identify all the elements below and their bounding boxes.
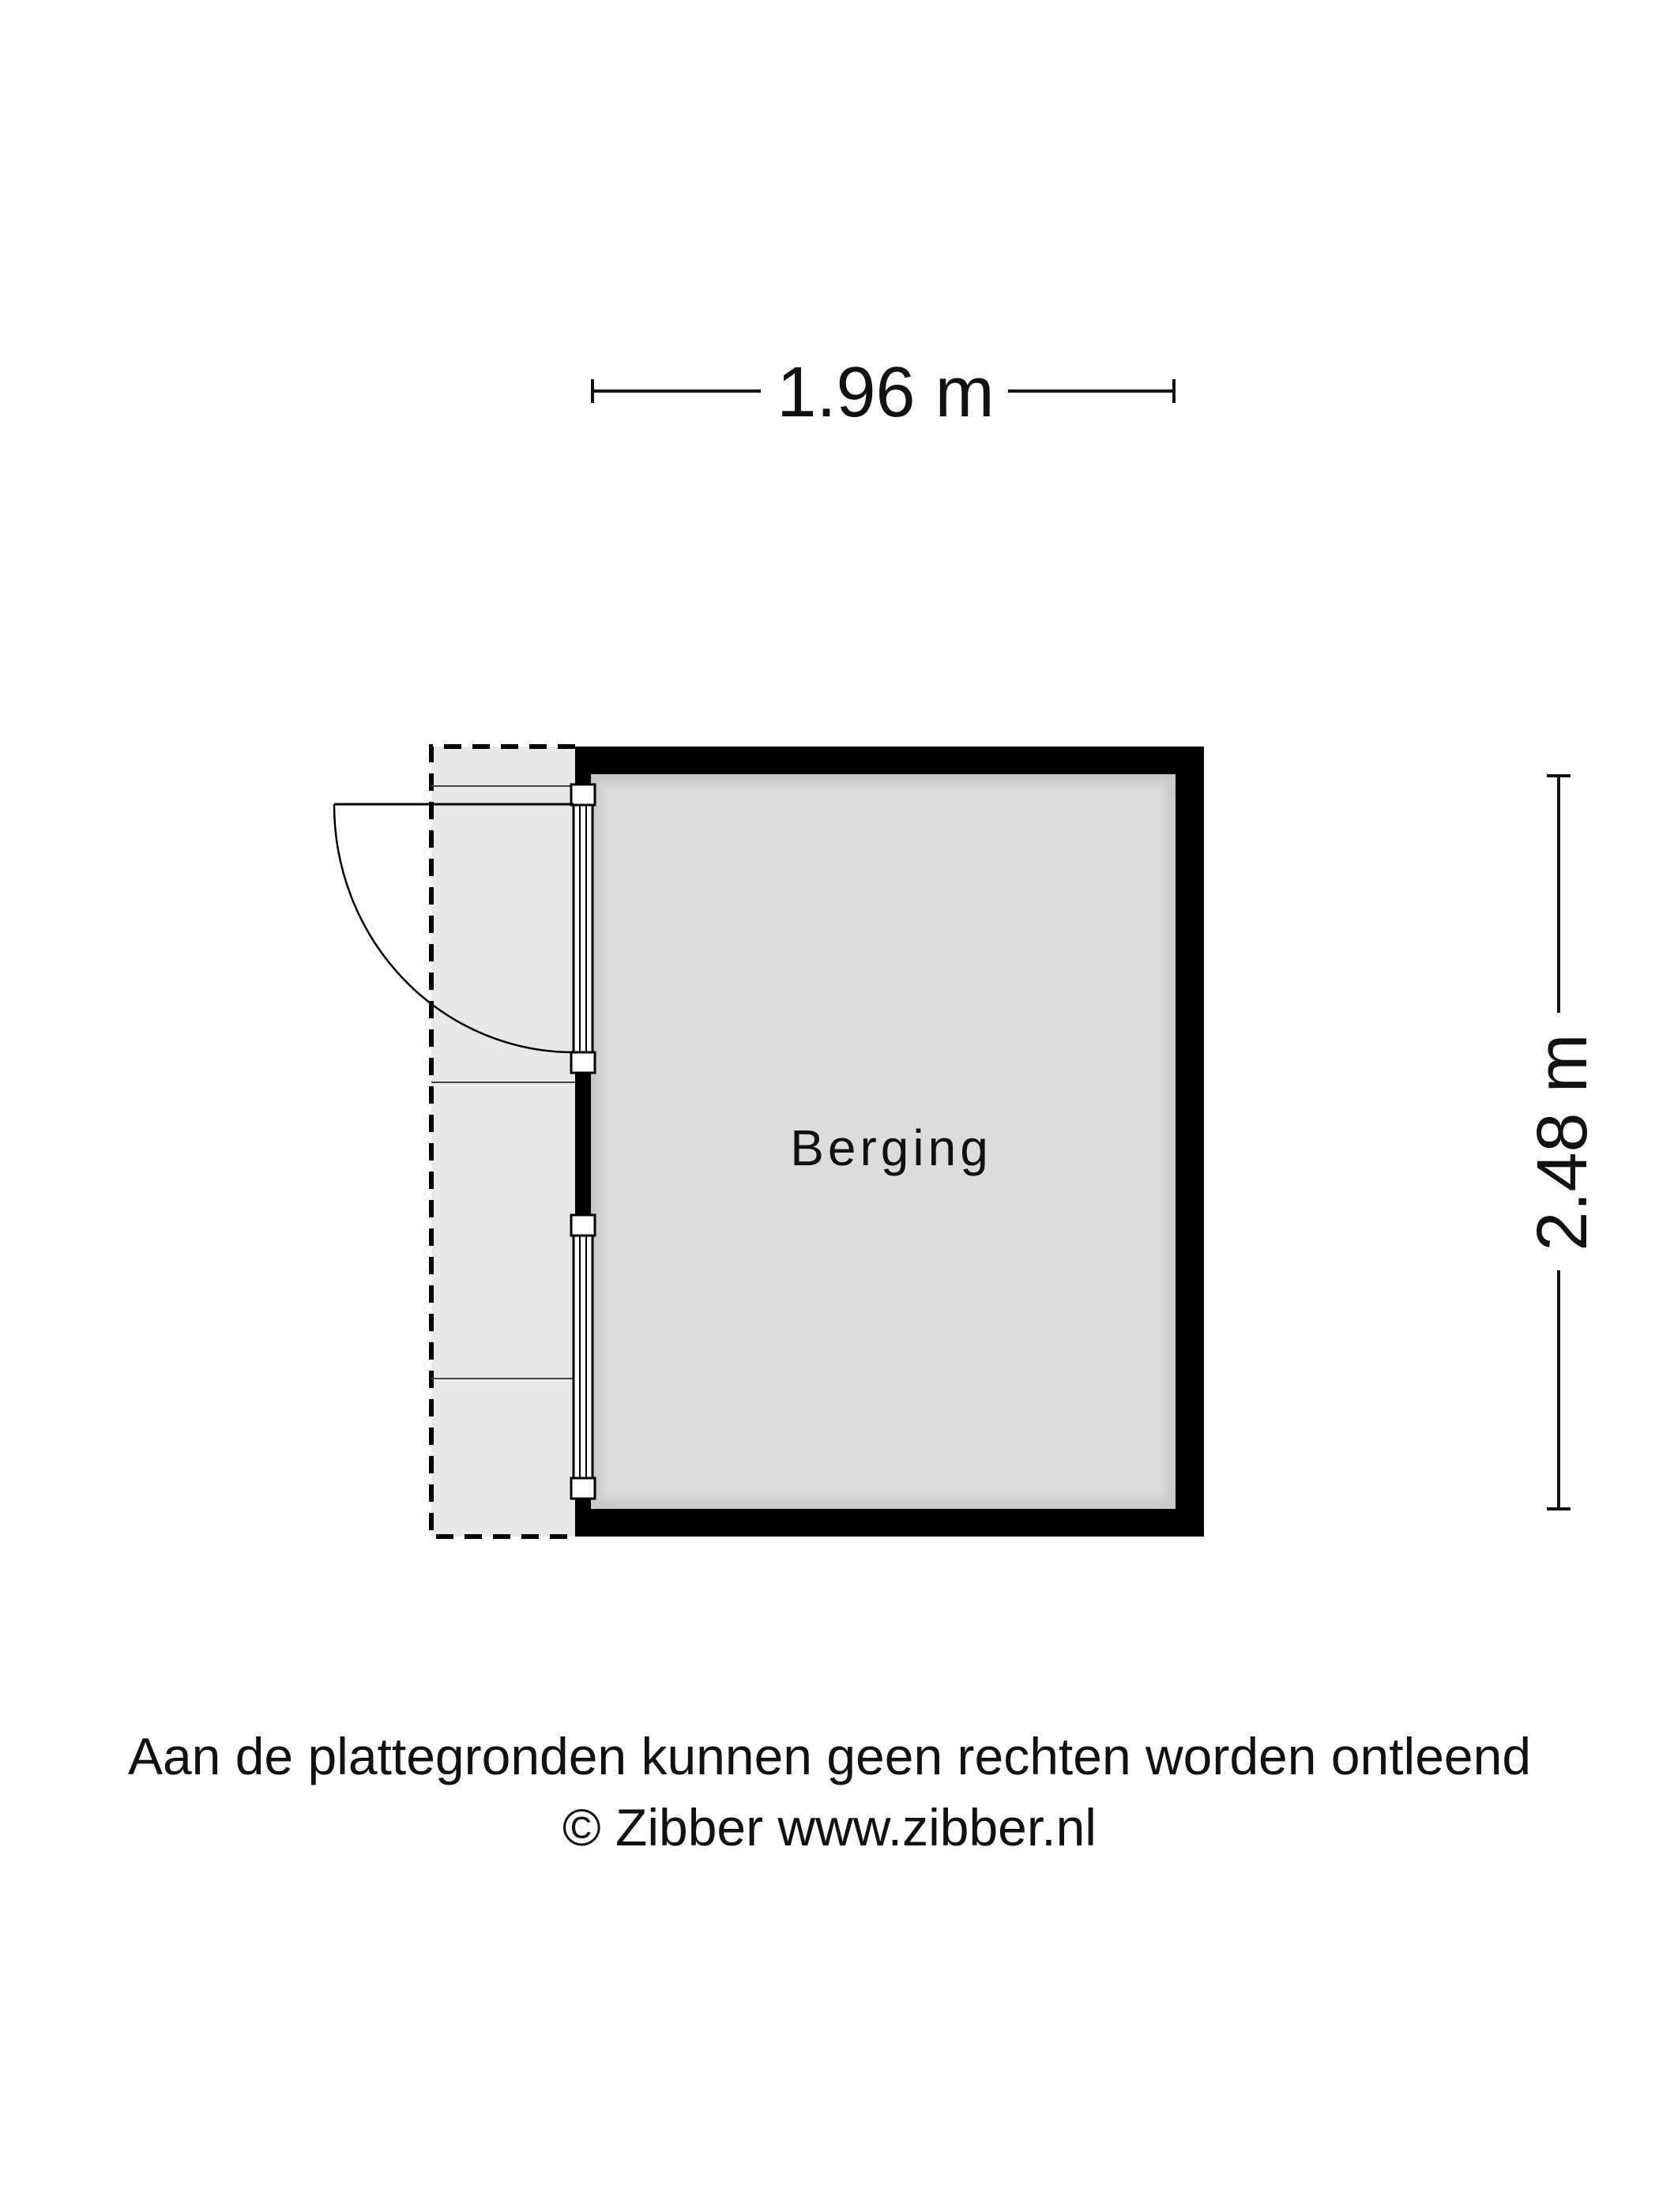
window-post-top (570, 1213, 596, 1237)
walls (575, 747, 1204, 1537)
door-frame (572, 783, 594, 1074)
width-dimension: 1.96 m (591, 353, 1176, 432)
wall-left-segment (575, 747, 591, 784)
room-label: Berging (790, 1119, 992, 1176)
wall-right (1176, 747, 1204, 1537)
room-floor-fill (600, 784, 1166, 1499)
height-dimension: 2.48 m (1523, 774, 1602, 1510)
width-dimension-label: 1.96 m (777, 353, 994, 432)
wall-left-segment (575, 1499, 591, 1537)
wall-left-segment (575, 1073, 591, 1215)
outside-area-dashed-border (429, 744, 575, 1539)
door-post-top (570, 783, 596, 807)
disclaimer-text: Aan de plattegronden kunnen geen rechten… (127, 1727, 1532, 1785)
copyright-text: © Zibber www.zibber.nl (562, 1798, 1097, 1856)
wall-bottom (575, 1509, 1204, 1537)
door-post-bottom (570, 1051, 596, 1074)
outside-area-fill (431, 747, 575, 1537)
wall-top (575, 747, 1204, 774)
door-swing-arc (333, 803, 574, 1054)
outside-area (429, 744, 575, 1539)
height-dimension-label: 2.48 m (1523, 1033, 1602, 1251)
window-frame (572, 1213, 594, 1500)
room-floor (591, 774, 1176, 1509)
door (333, 783, 596, 1074)
window (570, 1213, 596, 1500)
window-post-bottom (570, 1477, 596, 1500)
